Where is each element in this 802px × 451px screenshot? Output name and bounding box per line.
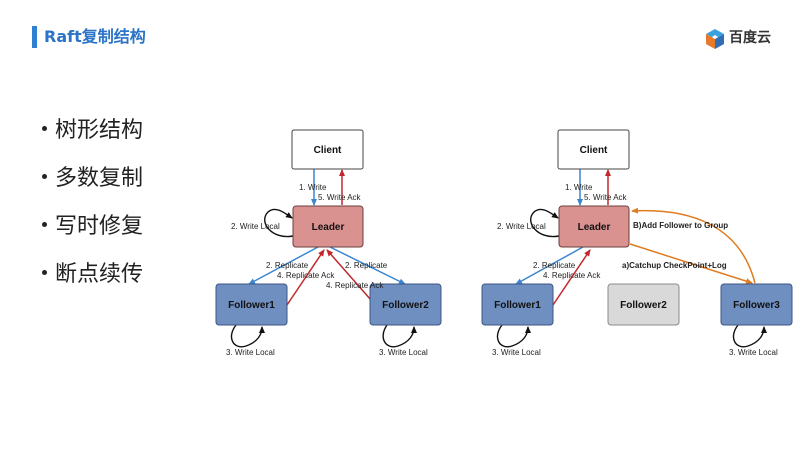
catchup-label: a)Catchup CheckPoint+Log (622, 261, 727, 270)
follower3-label: Follower3 (733, 300, 780, 311)
bullet-text: 多数复制 (55, 166, 144, 191)
replicate-left-label: 2. Replicate (266, 261, 309, 270)
replicate-ack-arrow-f1 (552, 249, 591, 306)
client-label: Client (580, 145, 608, 156)
bullet-dot (42, 269, 47, 275)
bullet-item: 树形结构 (42, 104, 143, 152)
bullet-text: 写时修复 (55, 214, 144, 239)
leader-write-local-loop (530, 208, 560, 238)
replicate-arrow-f1 (248, 246, 319, 285)
leader-write-local-label: 2. Write Local (497, 222, 546, 231)
catchup-arrow (629, 243, 753, 285)
follower1-node (215, 283, 288, 326)
replicate-ack-label: 4. Replicate Ack (543, 271, 601, 280)
title-accent-bar (32, 26, 37, 48)
client-node (557, 129, 630, 170)
f1-write-local-loop (230, 324, 265, 348)
page-title: Raft复制结构 (44, 27, 146, 46)
replicate-right-label: 2. Replicate (345, 261, 388, 270)
leader-write-local-loop (264, 208, 294, 238)
f3-write-local-label: 3. Write Local (729, 348, 778, 357)
f3-write-local-loop (732, 324, 767, 348)
leader-label: Leader (578, 222, 611, 233)
bullet-item: 多数复制 (42, 152, 143, 200)
follower2-node (369, 283, 442, 326)
client-node (291, 129, 364, 170)
replicate-ack-arrow-f2 (326, 249, 372, 301)
replicate-ack-right-label: 4. Replicate Ack (326, 281, 384, 290)
replicate-label: 2. Replicate (533, 261, 576, 270)
write-ack-label: 5. Write Ack (584, 193, 628, 202)
cube-logo-icon (706, 29, 724, 49)
replicate-ack-left-label: 4. Replicate Ack (277, 271, 335, 280)
follower2-label: Follower2 (382, 300, 429, 311)
baidu-cloud-logo: 百度云 (703, 26, 793, 52)
client-label: Client (314, 145, 342, 156)
leader-node (558, 205, 630, 248)
add-follower-label: B)Add Follower to Group (633, 221, 728, 230)
bullet-list: 树形结构 多数复制 写时修复 断点续传 (42, 104, 143, 296)
f1-write-local-label: 3. Write Local (492, 348, 541, 357)
bullet-text: 断点续传 (55, 262, 144, 287)
write-label: 1. Write (565, 183, 593, 192)
bullet-item: 写时修复 (42, 200, 143, 248)
follower1-label: Follower1 (494, 300, 541, 311)
write-ack-label: 5. Write Ack (318, 193, 362, 202)
follower2-label: Follower2 (620, 300, 667, 311)
f2-write-local-label: 3. Write Local (379, 348, 428, 357)
logo-text: 百度云 (729, 30, 771, 46)
replicate-arrow-f2 (329, 246, 406, 285)
replicate-arrow-f1 (515, 246, 584, 285)
add-follower-arrow (631, 207, 756, 284)
bullet-dot (42, 125, 47, 131)
f2-write-local-loop (382, 324, 417, 348)
replicate-ack-arrow-f1 (286, 249, 325, 306)
leader-label: Leader (312, 222, 345, 233)
follower1-label: Follower1 (228, 300, 275, 311)
leader-write-local-label: 2. Write Local (231, 222, 280, 231)
right-diagram: Client Leader Follower1 Follower2 Follow… (481, 129, 793, 357)
follower2-node-inactive (607, 283, 680, 326)
bullet-text: 树形结构 (55, 118, 144, 143)
f1-write-local-loop (496, 324, 531, 348)
bullet-dot (42, 221, 47, 227)
left-diagram: Client Leader Follower1 Follower2 1. Wri… (215, 129, 442, 357)
f1-write-local-label: 3. Write Local (226, 348, 275, 357)
leader-node (292, 205, 364, 248)
bullet-item: 断点续传 (42, 248, 143, 296)
write-label: 1. Write (299, 183, 327, 192)
bullet-dot (42, 173, 47, 179)
follower3-node (720, 283, 793, 326)
follower1-node (481, 283, 554, 326)
